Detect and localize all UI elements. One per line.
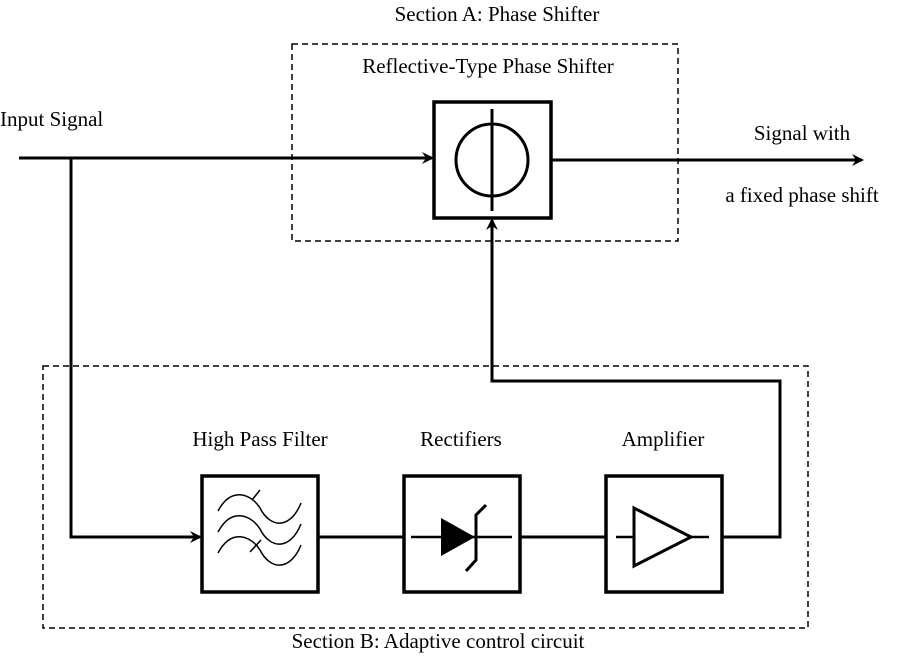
output-signal-label-line1: Signal with <box>754 121 851 145</box>
section-a-title: Section A: Phase Shifter <box>395 2 600 26</box>
rectifier-block[interactable] <box>402 474 522 594</box>
diode-icon <box>411 503 512 573</box>
high-pass-filter-block[interactable] <box>200 474 320 594</box>
section-b-boundary <box>42 365 809 629</box>
section-a-boundary <box>291 43 679 242</box>
amplifier-label: Amplifier <box>622 427 705 451</box>
filter-wave-icon <box>217 489 302 566</box>
amplifier-block[interactable] <box>604 474 724 594</box>
amplifier-triangle-icon <box>616 505 709 569</box>
phase-shifter-label: Reflective-Type Phase Shifter <box>362 54 614 78</box>
hpf-label: High Pass Filter <box>192 427 327 451</box>
phase-shifter-block[interactable] <box>432 100 553 220</box>
output-signal-label-line2: a fixed phase shift <box>725 183 879 207</box>
section-b-title: Section B: Adaptive control circuit <box>292 629 585 653</box>
input-signal-label: Input Signal <box>0 107 103 131</box>
feedback-control-line <box>486 218 782 539</box>
branch-to-hpf-line <box>69 158 202 543</box>
rectifiers-label: Rectifiers <box>420 427 502 451</box>
